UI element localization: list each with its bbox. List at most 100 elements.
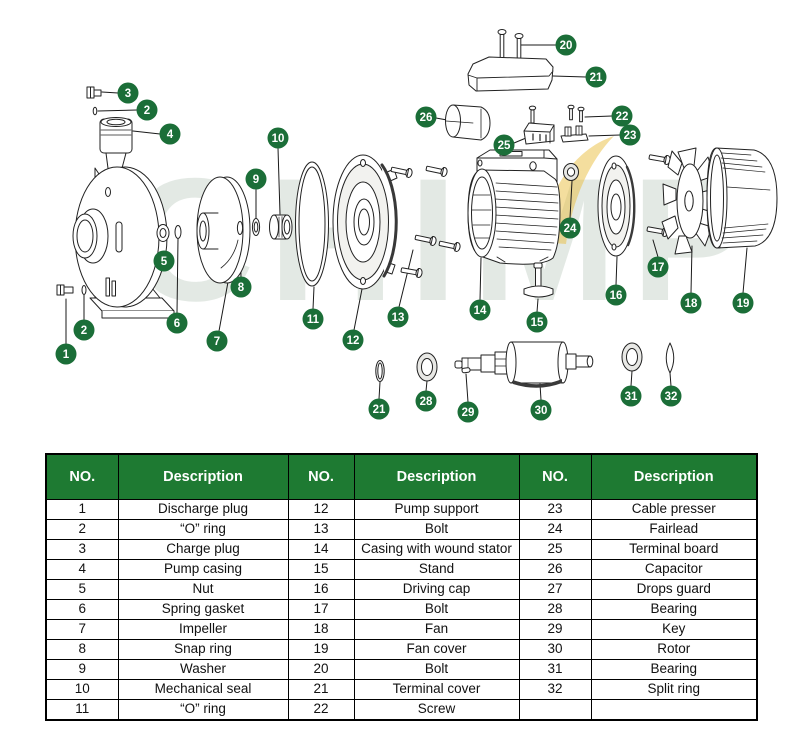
svg-text:30: 30 xyxy=(535,405,548,417)
part-pump-casing xyxy=(72,117,175,319)
svg-text:18: 18 xyxy=(685,298,698,310)
part-no-cell: 8 xyxy=(45,639,119,660)
part-desc-cell: Bolt xyxy=(353,659,520,680)
svg-text:26: 26 xyxy=(420,112,433,124)
callout-22: 22 xyxy=(611,105,633,127)
svg-text:4: 4 xyxy=(167,129,174,141)
svg-text:19: 19 xyxy=(737,298,750,310)
callout-5: 5 xyxy=(153,250,175,272)
part-o-ring-large xyxy=(295,161,329,287)
svg-text:14: 14 xyxy=(474,305,487,317)
svg-text:2: 2 xyxy=(81,325,87,337)
callout-2: 2 xyxy=(136,99,158,121)
part-nut xyxy=(156,224,170,242)
table-header-cell: Description xyxy=(353,453,520,500)
svg-text:12: 12 xyxy=(347,335,360,347)
part-stand xyxy=(523,262,554,298)
part-no-cell: 29 xyxy=(518,619,592,640)
part-o-ring-top xyxy=(92,106,98,116)
part-bearing-rear xyxy=(621,342,643,372)
svg-text:13: 13 xyxy=(392,312,405,324)
table-header-cell: NO. xyxy=(287,453,355,500)
callout-7: 7 xyxy=(206,330,228,352)
part-capacitor xyxy=(445,104,491,141)
part-desc-cell: Bearing xyxy=(590,599,758,620)
part-terminal-cover xyxy=(467,56,554,92)
part-no-cell xyxy=(518,699,592,721)
svg-text:20: 20 xyxy=(560,40,573,52)
part-desc-cell: Fan xyxy=(353,619,520,640)
part-rotor xyxy=(454,341,594,388)
part-no-cell: 2 xyxy=(45,519,119,540)
callout-21: 21 xyxy=(585,66,607,88)
part-key xyxy=(461,367,471,374)
part-desc-cell: “O” ring xyxy=(117,519,289,540)
part-desc-cell: Cable presser xyxy=(590,499,758,520)
svg-text:2: 2 xyxy=(144,105,150,117)
callout-23: 23 xyxy=(619,124,641,146)
svg-text:21: 21 xyxy=(590,72,603,84)
callout-6: 6 xyxy=(166,312,188,334)
callout-16: 16 xyxy=(605,284,627,306)
part-no-cell: 25 xyxy=(518,539,592,560)
part-no-cell: 16 xyxy=(287,579,355,600)
part-screws xyxy=(567,104,585,123)
part-snap-ring xyxy=(236,221,244,235)
part-terminal-board xyxy=(523,105,555,145)
callout-10: 10 xyxy=(267,127,289,149)
part-desc-cell: Key xyxy=(590,619,758,640)
part-driving-cap xyxy=(597,155,636,257)
part-desc-cell: Fan cover xyxy=(353,639,520,660)
part-fan-cover xyxy=(706,147,778,249)
part-desc-cell: Terminal board xyxy=(590,539,758,560)
part-desc-cell: Terminal cover xyxy=(353,679,520,700)
part-desc-cell: Split ring xyxy=(590,679,758,700)
callout-15: 15 xyxy=(526,311,548,333)
part-casing-with-wound-stator xyxy=(467,149,561,265)
svg-text:22: 22 xyxy=(616,111,629,123)
part-no-cell: 19 xyxy=(287,639,355,660)
part-no-cell: 28 xyxy=(518,599,592,620)
part-no-cell: 4 xyxy=(45,559,119,580)
svg-text:17: 17 xyxy=(652,262,665,274)
part-desc-cell: Screw xyxy=(353,699,520,721)
part-no-cell: 23 xyxy=(518,499,592,520)
part-desc-cell: Spring gasket xyxy=(117,599,289,620)
part-desc-cell xyxy=(590,699,758,721)
svg-text:29: 29 xyxy=(462,407,475,419)
part-desc-cell: Fairlead xyxy=(590,519,758,540)
part-no-cell: 7 xyxy=(45,619,119,640)
part-desc-cell: Pump casing xyxy=(117,559,289,580)
part-desc-cell: Capacitor xyxy=(590,559,758,580)
svg-text:28: 28 xyxy=(420,396,433,408)
part-no-cell: 12 xyxy=(287,499,355,520)
part-no-cell: 5 xyxy=(45,579,119,600)
table-header-cell: NO. xyxy=(45,453,119,500)
part-desc-cell: Rotor xyxy=(590,639,758,660)
part-no-cell: 18 xyxy=(287,619,355,640)
part-no-cell: 15 xyxy=(287,559,355,580)
part-no-cell: 11 xyxy=(45,699,119,721)
svg-text:10: 10 xyxy=(272,133,285,145)
part-cable-presser xyxy=(560,125,589,143)
exploded-diagram: CHIMP xyxy=(55,29,778,423)
callout-4: 4 xyxy=(159,123,181,145)
part-no-cell: 10 xyxy=(45,679,119,700)
svg-text:3: 3 xyxy=(125,88,131,100)
part-no-cell: 26 xyxy=(518,559,592,580)
callout-20: 20 xyxy=(555,34,577,56)
part-no-cell: 9 xyxy=(45,659,119,680)
part-no-cell: 3 xyxy=(45,539,119,560)
callout-14: 14 xyxy=(469,299,491,321)
part-impeller xyxy=(196,176,251,284)
part-desc-cell: Drops guard xyxy=(590,579,758,600)
svg-text:15: 15 xyxy=(531,317,544,329)
svg-text:31: 31 xyxy=(625,391,638,403)
svg-text:6: 6 xyxy=(174,318,180,330)
callout-28: 28 xyxy=(415,390,437,412)
svg-text:23: 23 xyxy=(624,130,637,142)
